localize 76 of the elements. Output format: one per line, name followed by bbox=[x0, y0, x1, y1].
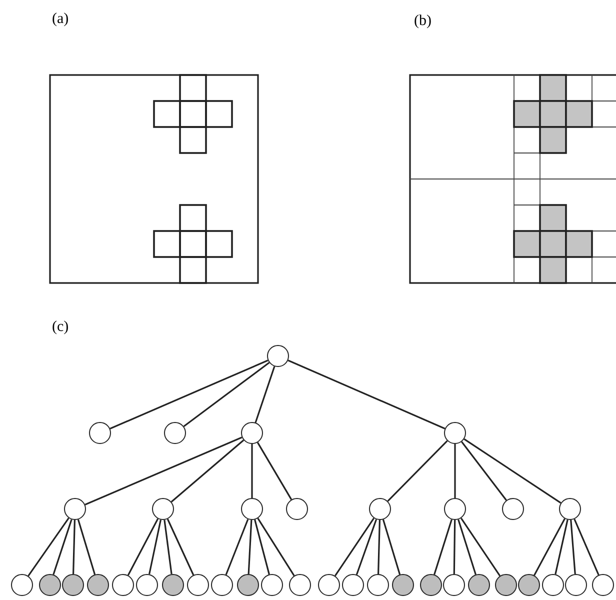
node-circle bbox=[136, 574, 158, 596]
node-circle bbox=[367, 574, 389, 596]
node-circle bbox=[211, 574, 233, 596]
filled-node-circle bbox=[237, 574, 259, 596]
panel-label: (a) bbox=[52, 10, 69, 28]
tree-edge bbox=[458, 519, 476, 575]
filled-node-circle bbox=[518, 574, 540, 596]
node-circle bbox=[318, 574, 340, 596]
filled-node-circle bbox=[420, 574, 442, 596]
tree-edge bbox=[248, 520, 252, 574]
tree-edge bbox=[77, 519, 96, 575]
panel-label: (b) bbox=[414, 12, 432, 30]
node-circle bbox=[267, 345, 289, 367]
node-circle bbox=[286, 498, 308, 520]
tree-edge bbox=[28, 518, 70, 576]
tree-edge bbox=[256, 442, 292, 500]
tree-edge bbox=[166, 518, 194, 576]
node-circle bbox=[444, 422, 466, 444]
node-circle bbox=[502, 498, 524, 520]
node-circle bbox=[241, 498, 263, 520]
node-circle bbox=[241, 422, 263, 444]
filled-node-circle bbox=[392, 574, 414, 596]
tree-edge bbox=[254, 366, 276, 423]
node-circle bbox=[64, 498, 86, 520]
tree-edge bbox=[378, 520, 380, 574]
tree-edge bbox=[570, 520, 576, 574]
node-circle bbox=[592, 574, 614, 596]
filled-node-circle bbox=[62, 574, 84, 596]
node-circle bbox=[369, 498, 391, 520]
tree-edge bbox=[334, 518, 375, 576]
node-circle bbox=[89, 422, 111, 444]
node-circle bbox=[443, 574, 465, 596]
tree-edge bbox=[52, 519, 72, 575]
panel-label: (c) bbox=[52, 318, 69, 336]
tree-edge bbox=[170, 440, 244, 502]
tree-edge bbox=[460, 518, 501, 576]
node-circle bbox=[542, 574, 564, 596]
tree-edge bbox=[164, 520, 172, 574]
filled-node-circle bbox=[39, 574, 61, 596]
node-circle bbox=[164, 422, 186, 444]
tree-edge bbox=[84, 436, 242, 506]
tree-edge bbox=[251, 444, 253, 498]
node-circle bbox=[261, 574, 283, 596]
node-circle bbox=[11, 574, 33, 596]
filled-node-circle bbox=[495, 574, 517, 596]
node-circle bbox=[152, 498, 174, 520]
tree-edge bbox=[110, 360, 268, 430]
tree-edge bbox=[148, 520, 162, 574]
tree-edge bbox=[183, 362, 270, 428]
node-circle bbox=[289, 574, 311, 596]
tree-edge bbox=[387, 440, 448, 502]
node-circle bbox=[112, 574, 134, 596]
tree-edge bbox=[72, 520, 76, 574]
filled-node-circle bbox=[162, 574, 184, 596]
node-circle bbox=[565, 574, 587, 596]
tree-edge bbox=[461, 441, 507, 501]
tree-edge bbox=[225, 518, 249, 576]
tree-edge bbox=[382, 519, 401, 575]
tree-edge bbox=[356, 519, 378, 575]
node-circle bbox=[559, 498, 581, 520]
tree-edge bbox=[127, 518, 159, 576]
tree-edge bbox=[464, 438, 562, 504]
node-circle bbox=[444, 498, 466, 520]
tree-edge bbox=[534, 518, 566, 576]
tree-edge bbox=[453, 520, 456, 574]
tree-edge bbox=[574, 518, 600, 576]
tree-edge bbox=[288, 360, 446, 430]
filled-node-circle bbox=[468, 574, 490, 596]
node-circle bbox=[342, 574, 364, 596]
filled-node-circle bbox=[87, 574, 109, 596]
tree-edge bbox=[254, 519, 270, 575]
tree-edge bbox=[434, 519, 452, 575]
tree-edge bbox=[257, 518, 295, 576]
tree-edge bbox=[554, 520, 568, 574]
node-circle bbox=[187, 574, 209, 596]
tree-edge bbox=[454, 444, 456, 498]
